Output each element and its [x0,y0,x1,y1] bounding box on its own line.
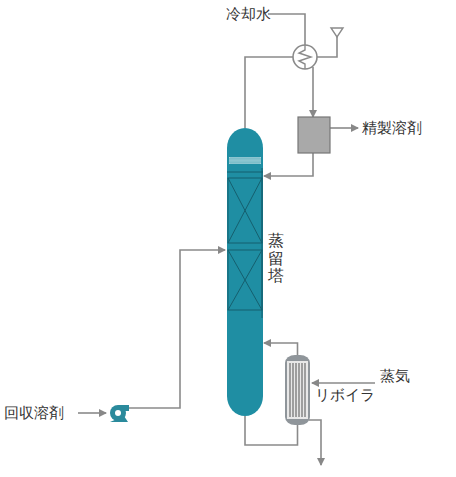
column-internals [227,128,263,416]
distillation-column: 蒸留塔 [227,128,263,416]
pump [110,405,129,422]
steam-line [312,382,375,384]
stream-label: 冷却水 [226,6,271,23]
condenser [293,45,317,69]
reflux-drum [298,117,330,153]
vent-line [317,36,337,57]
feed-line [128,250,225,408]
equipment-label: リボイラ [315,387,375,404]
reboiler-outlet [309,420,321,445]
column-label: 蒸留塔 [268,232,284,285]
stream-label: 蒸気 [380,368,410,385]
process-pipe [264,343,298,355]
reflux-line [264,153,313,176]
stream-label: 回収溶剤 [4,405,64,422]
bottoms-line [320,445,322,465]
reboiler: リボイラ [285,355,310,425]
reboiler-tubes [285,355,310,425]
feed-in-line [78,412,106,414]
cooling-water-line [268,14,305,45]
vent-symbol [331,28,343,37]
condensate-line [312,67,314,117]
product-line [330,127,358,129]
overhead-line [245,57,293,128]
stream-label: 精製溶剤 [362,120,422,137]
